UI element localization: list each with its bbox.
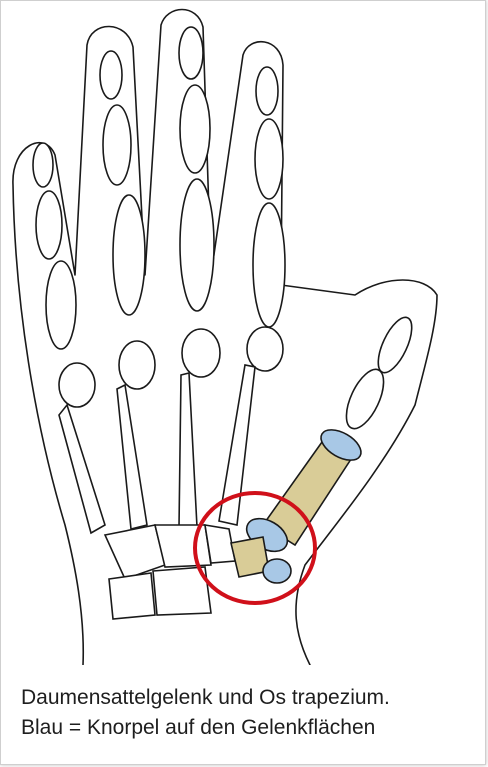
- hand-skeleton-illustration: [5, 5, 485, 665]
- thumb-metacarpal-highlight: [231, 424, 366, 583]
- finger-bones: [33, 27, 419, 533]
- carpal-bones: [105, 525, 235, 619]
- caption-line-2: Blau = Knorpel auf den Gelenkflächen: [21, 713, 471, 743]
- figure-caption: Daumensattelgelenk und Os trapezium. Bla…: [21, 683, 471, 743]
- caption-line-1: Daumensattelgelenk und Os trapezium.: [21, 683, 471, 713]
- hand-outline: [13, 10, 437, 666]
